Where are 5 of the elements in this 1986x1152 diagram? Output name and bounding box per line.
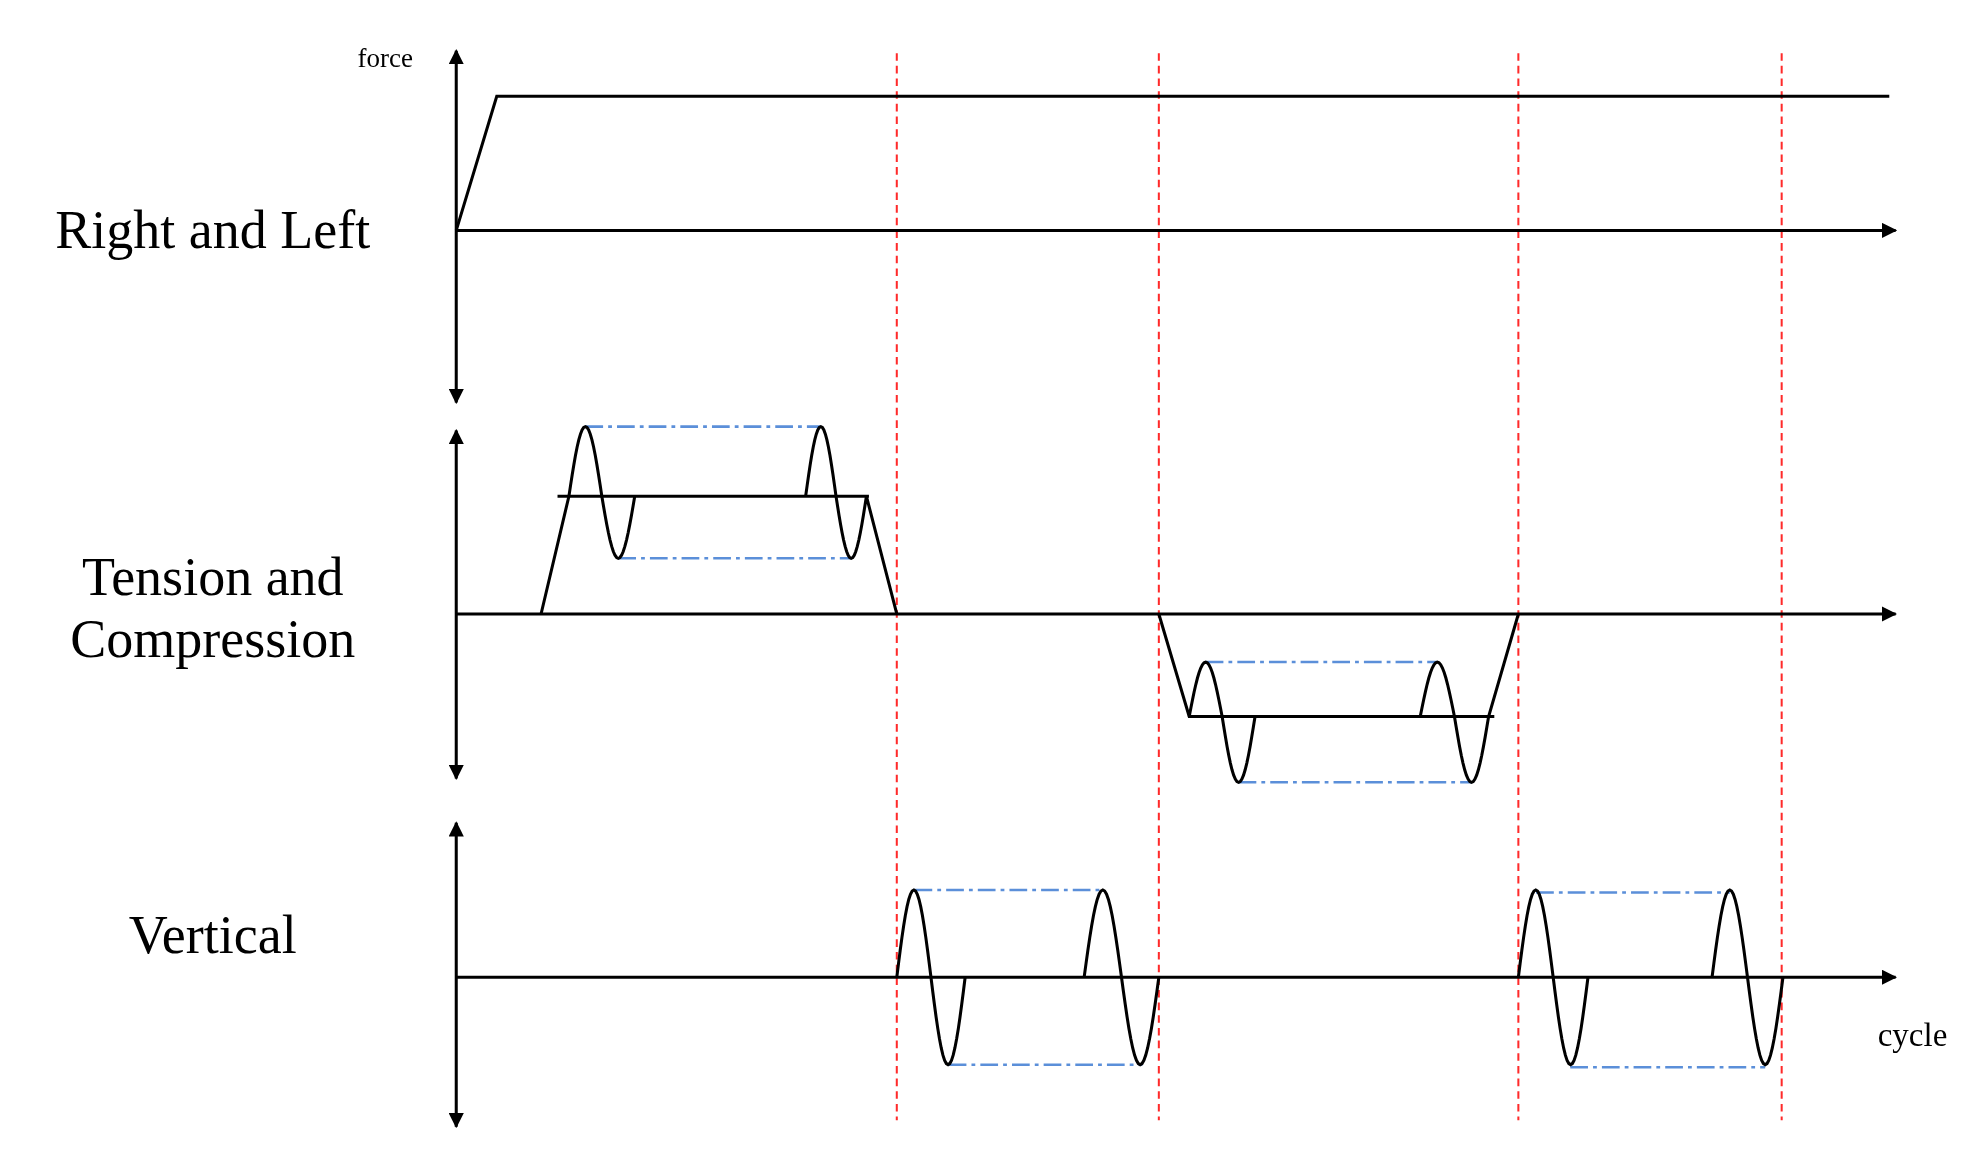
axis-label: force — [356, 42, 413, 74]
panel-title: Vertical — [127, 903, 298, 966]
panel-title: Right and Left — [54, 199, 372, 262]
panel-title: Tension and Compression — [69, 545, 357, 671]
axis-label: cycle — [1876, 1017, 1949, 1056]
